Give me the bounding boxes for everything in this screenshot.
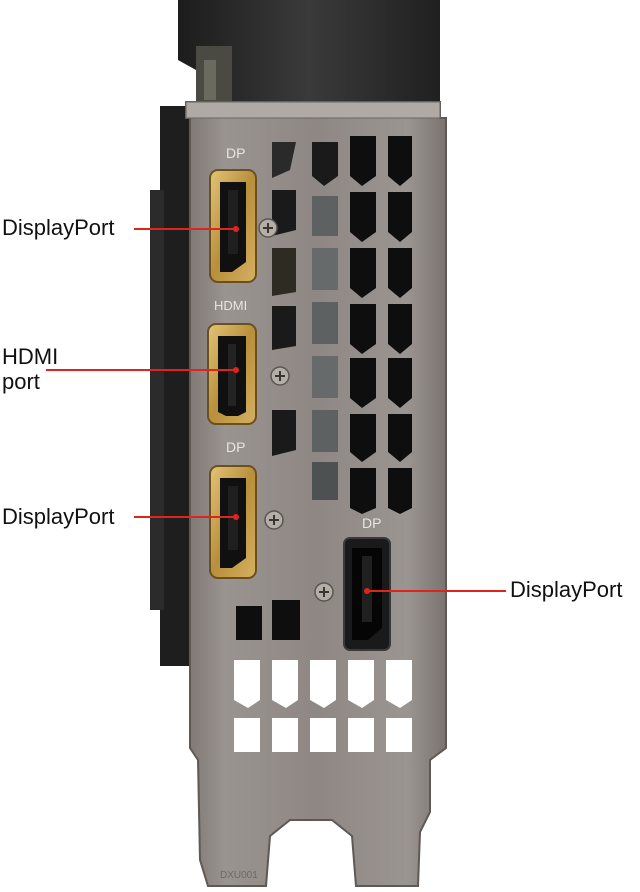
bracket-screws [258,218,334,602]
callout-label-line-2: port [2,369,40,394]
leader-dot-4 [364,588,370,594]
callout-label: DisplayPort [2,504,115,529]
engraving-hdmi: HDMI [214,298,247,313]
vent-cutouts [234,136,412,752]
callout-displayport-2: DisplayPort [2,504,114,529]
engraving-dp-2: DP [226,439,245,455]
leader-line-1 [134,228,236,230]
displayport-connector-2 [209,465,257,579]
hdmi-connector [207,323,257,425]
bracket-engravings: DP HDMI DP DP DXU001 [214,145,381,881]
callout-displayport-1: DisplayPort [2,215,114,240]
leader-line-4 [366,590,506,592]
callout-displayport-3: DisplayPort [510,577,622,602]
part-code-engraving: DXU001 [220,870,258,881]
displayport-connector-3 [343,537,391,651]
leader-dot-1 [233,226,239,232]
callout-label-line-1: HDMI [2,344,59,369]
leader-dot-2 [233,367,239,373]
callout-label: DisplayPort [2,215,115,240]
engraving-dp-1: DP [226,145,245,161]
callout-hdmi-port: HDMI port [2,344,58,394]
leader-line-3 [134,516,236,518]
leader-line-2 [46,369,236,371]
callout-label: DisplayPort [510,577,623,602]
leader-dot-3 [233,514,239,520]
engraving-dp-3: DP [362,515,381,531]
